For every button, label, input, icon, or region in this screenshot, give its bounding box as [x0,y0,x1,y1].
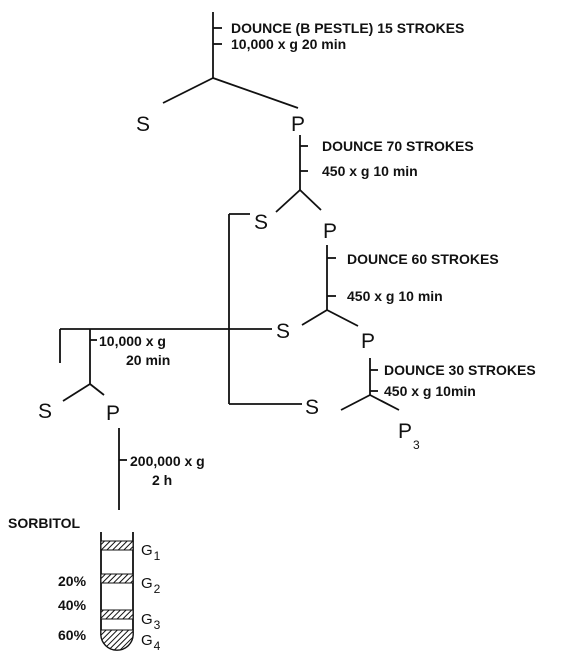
step-4-label: DOUNCE 30 STROKES [384,362,536,378]
percent-60: 60% [58,627,87,643]
step-3-centrifuge: 450 x g 10 min [347,288,443,304]
band-label-g3: G3 [141,611,161,632]
step-1-label: DOUNCE (B PESTLE) 15 STROKES [231,20,464,36]
percent-20: 20% [58,573,87,589]
band-label-g4: G4 [141,632,161,653]
step-6-time: 2 h [152,472,172,488]
gradient-title: SORBITOL [8,515,81,531]
step-2-centrifuge: 450 x g 10 min [322,163,418,179]
p5-pellet: P [106,402,120,425]
step-4: DOUNCE 30 STROKES 450 x g 10min S P3 [305,358,536,452]
sorbitol-gradient: SORBITOL 20% 40% 60% G1 G2 G3 G4 [8,515,161,653]
band-g4 [101,630,133,650]
band-g1 [101,541,133,550]
step-4-centrifuge: 450 x g 10min [384,383,476,399]
band-g3 [101,610,133,619]
band-label-g1: G1 [141,542,161,563]
band-label-g2: G2 [141,575,161,596]
percent-40: 40% [58,597,87,613]
s3-supernatant: S [276,320,290,343]
step-2-label: DOUNCE 70 STROKES [322,138,474,154]
s2-supernatant: S [254,211,268,234]
step-1-centrifuge: 10,000 x g 20 min [231,36,346,52]
s1-supernatant: S [136,113,150,136]
s4-supernatant: S [305,396,319,419]
p3-final-pellet: P3 [398,420,420,452]
band-g2 [101,574,133,583]
s5-supernatant: S [38,400,52,423]
step-6: 200,000 x g 2 h [119,428,205,510]
step-5: 10,000 x g 20 min S P [38,329,170,425]
step-1: DOUNCE (B PESTLE) 15 STROKES 10,000 x g … [136,12,464,136]
p1-pellet: P [291,113,305,136]
step-5-time: 20 min [126,352,170,368]
step-3-label: DOUNCE 60 STROKES [347,251,499,267]
step-5-label: 10,000 x g [99,333,166,349]
step-6-label: 200,000 x g [130,453,205,469]
p2-pellet: P [323,220,337,243]
p3-pellet: P [361,330,375,353]
